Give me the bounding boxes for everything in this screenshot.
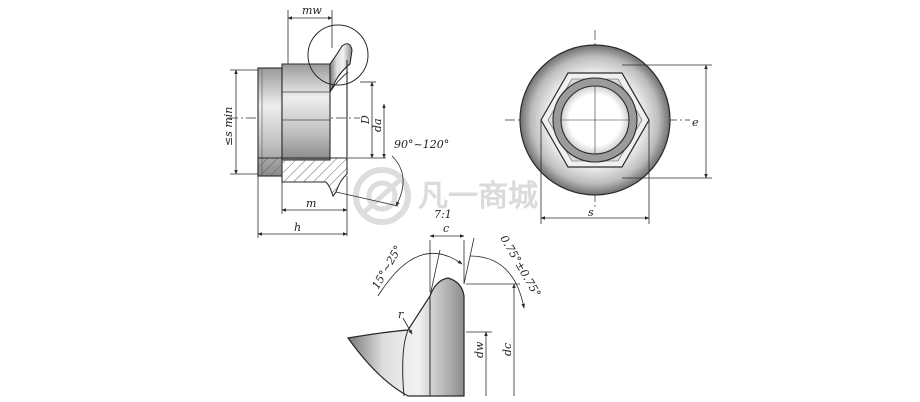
label-s: s [588,206,594,219]
watermark-text: 凡一商城 [418,179,538,214]
label-dc: dc [501,343,514,356]
label-r: r [398,308,404,321]
dim-flange-angle [391,155,404,207]
label-scale: 7:1 [434,208,452,221]
label-m: m [306,197,316,210]
flange-upper [329,43,353,93]
label-tolerance: 0.75°±0.75° [497,233,543,299]
leader-r [402,317,413,335]
label-e: e [692,116,699,129]
side-view: mw ≤s min D da 90°~120° m h [222,4,449,238]
label-angle-flange: 90°~120° [394,138,449,151]
label-dw: dw [473,341,486,358]
label-s-min: ≤s min [222,107,235,146]
detail-circle [307,24,369,86]
watermark: 凡一商城 [353,167,538,225]
label-c: c [443,222,449,235]
label-h: h [294,221,301,234]
label-mw: mw [302,4,322,17]
detail-view: 7:1 c 15°~25° 0.75°±0.75° r dw dc [346,208,543,397]
label-angle-edge: 15°~25° [369,243,404,291]
dim-tolerance-angle [469,255,525,309]
label-D: D [359,115,372,125]
nut-hex-body [281,63,331,161]
watermark-logo-icon [353,167,411,225]
front-view: e s [505,30,712,224]
section-hatch [257,157,348,198]
dim-edge-angle [377,253,463,297]
label-da: da [371,118,384,132]
